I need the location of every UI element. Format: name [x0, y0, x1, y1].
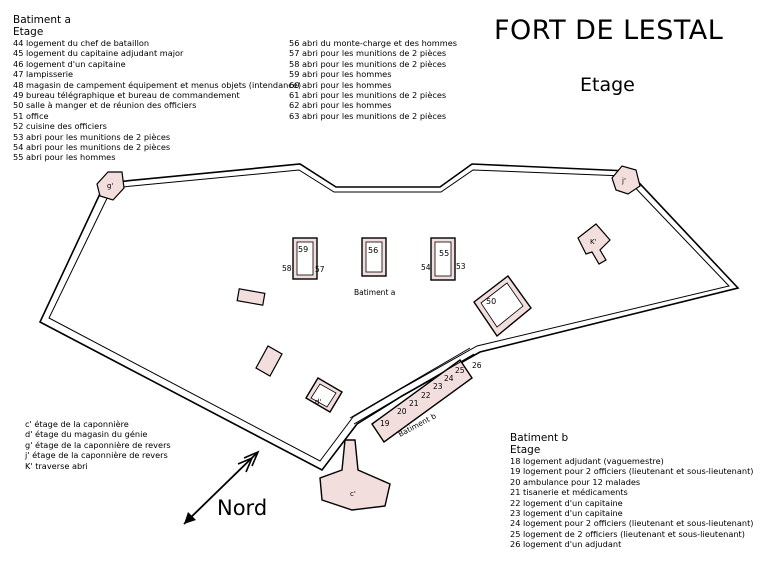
legend-item: 55 abri pour les hommes [13, 152, 116, 163]
legend-item: 52 cuisine des officiers [13, 121, 107, 132]
plan-label-53: 53 [456, 262, 466, 271]
north-label: Nord [217, 496, 268, 520]
legend-caponnieres: c' étage de la caponnière d' étage du ma… [25, 419, 171, 471]
legend-item: 45 logement du capitaine adjudant major [13, 48, 184, 59]
legend-item: 61 abri pour les munitions de 2 pièces [289, 90, 447, 101]
legend-item: 50 salle à manger et de réunion des offi… [13, 100, 197, 111]
legend-item: 19 logement pour 2 officiers (lieutenant… [510, 466, 754, 477]
plan-label-c: c' [350, 490, 356, 498]
room-55: 55 54 53 [421, 237, 466, 281]
room-block-southwest [255, 345, 283, 377]
legend-item: 18 logement adjudant (vaguemestre) [510, 456, 664, 466]
rampart-outline [38, 163, 740, 472]
plan-label-21: 21 [409, 399, 419, 408]
legend-item: 53 abri pour les munitions de 2 pièces [13, 131, 171, 142]
traverse-k: K' [577, 223, 611, 265]
legend-item: 57 abri pour les munitions de 2 pièces [289, 48, 447, 59]
plan-label-batiment-a: Batiment a [354, 288, 395, 297]
caponniere-g: g' [96, 171, 125, 201]
north-arrow-icon [183, 450, 260, 525]
legend-item: 26 logement d'un adjudant [510, 539, 622, 550]
batiment-b: 19 20 21 22 23 24 25 26 Batiment b [349, 347, 482, 443]
plan-label-54: 54 [421, 263, 431, 272]
legend-item: K' traverse abri [25, 460, 88, 471]
plan-label-24: 24 [444, 374, 454, 383]
legend-item: 21 tisanerie et médicaments [510, 487, 628, 498]
legend-item: g' étage de la caponnière de revers [25, 439, 171, 450]
legend-item: 23 logement d'un capitaine [510, 508, 623, 519]
legend-item: 25 logement de 2 officiers (lieutenant e… [510, 528, 745, 539]
plan-label-55: 55 [439, 249, 449, 258]
legend-batiment-a-cont: 56 abri du monte-charge et des hommes 57… [289, 38, 457, 121]
caponniere-c: c' [319, 439, 391, 511]
legend-batiment-b: Batiment b Etage 18 logement adjudant (v… [510, 432, 754, 550]
legend-item: 56 abri du monte-charge et des hommes [289, 38, 458, 48]
legend-item: 46 logement d'un capitaine [13, 58, 126, 69]
page-title: FORT DE LESTAL [494, 15, 724, 46]
legend-item: j' étage de la caponnière de revers [25, 450, 168, 461]
plan-label-k: K' [590, 238, 597, 246]
caponniere-j: j' [611, 165, 641, 195]
rampart-inner [48, 169, 730, 462]
room-59: 59 58 57 [282, 237, 325, 280]
room-block-west [236, 288, 266, 306]
legend-item: 51 office [13, 110, 49, 121]
plan-label-50: 50 [486, 297, 496, 306]
legend-item: 58 abri pour les munitions de 2 pièces [289, 58, 447, 69]
plan-label-25: 25 [455, 366, 465, 375]
plan-label-22: 22 [421, 391, 431, 400]
legend-item: 47 lampisserie [13, 69, 74, 80]
plan-label-d: d' [315, 398, 321, 406]
legend-item: 59 abri pour les hommes [289, 69, 392, 80]
legend-item: 63 abri pour les munitions de 2 pièces [289, 110, 447, 121]
legend-item: 48 magasin de campement équipement et me… [13, 79, 302, 90]
room-50-block: 50 [473, 275, 532, 338]
legend-batiment-a: Batiment a Etage 44 logement du chef de … [13, 14, 301, 163]
legend-heading: Etage [13, 26, 44, 38]
plan-label-59: 59 [298, 245, 308, 254]
page-subtitle: Etage [580, 74, 635, 96]
plan-label-20: 20 [397, 407, 407, 416]
legend-item: 54 abri pour les munitions de 2 pièces [13, 142, 171, 153]
legend-heading: Batiment a [13, 14, 71, 26]
plan-label-26: 26 [472, 361, 482, 370]
legend-item: 60 abri pour les hommes [289, 79, 392, 90]
legend-item: 44 logement du chef de bataillon [13, 38, 150, 48]
legend-item: 24 logement pour 2 officiers (lieutenant… [510, 518, 754, 529]
legend-item: 22 logement d'un capitaine [510, 497, 623, 508]
plan-label-56: 56 [368, 246, 378, 255]
legend-item: d' étage du magasin du génie [25, 429, 148, 440]
plan-label-g: g' [107, 182, 113, 190]
plan-label-58: 58 [282, 264, 292, 273]
magasin-genie-d: d' [305, 377, 343, 413]
plan-label-57: 57 [315, 265, 325, 274]
legend-item: 62 abri pour les hommes [289, 100, 392, 111]
legend-item: 20 ambulance pour 12 malades [510, 476, 641, 487]
legend-item: c' étage de la caponnière [25, 419, 129, 429]
plan-label-23: 23 [433, 382, 443, 391]
legend-item: 49 bureau télégraphique et bureau de com… [13, 90, 240, 101]
legend-heading: Batiment b [510, 432, 569, 444]
plan-label-19: 19 [380, 419, 390, 428]
plan-label-j: j' [621, 177, 626, 185]
legend-heading: Etage [510, 444, 541, 456]
room-56: 56 [361, 237, 387, 277]
